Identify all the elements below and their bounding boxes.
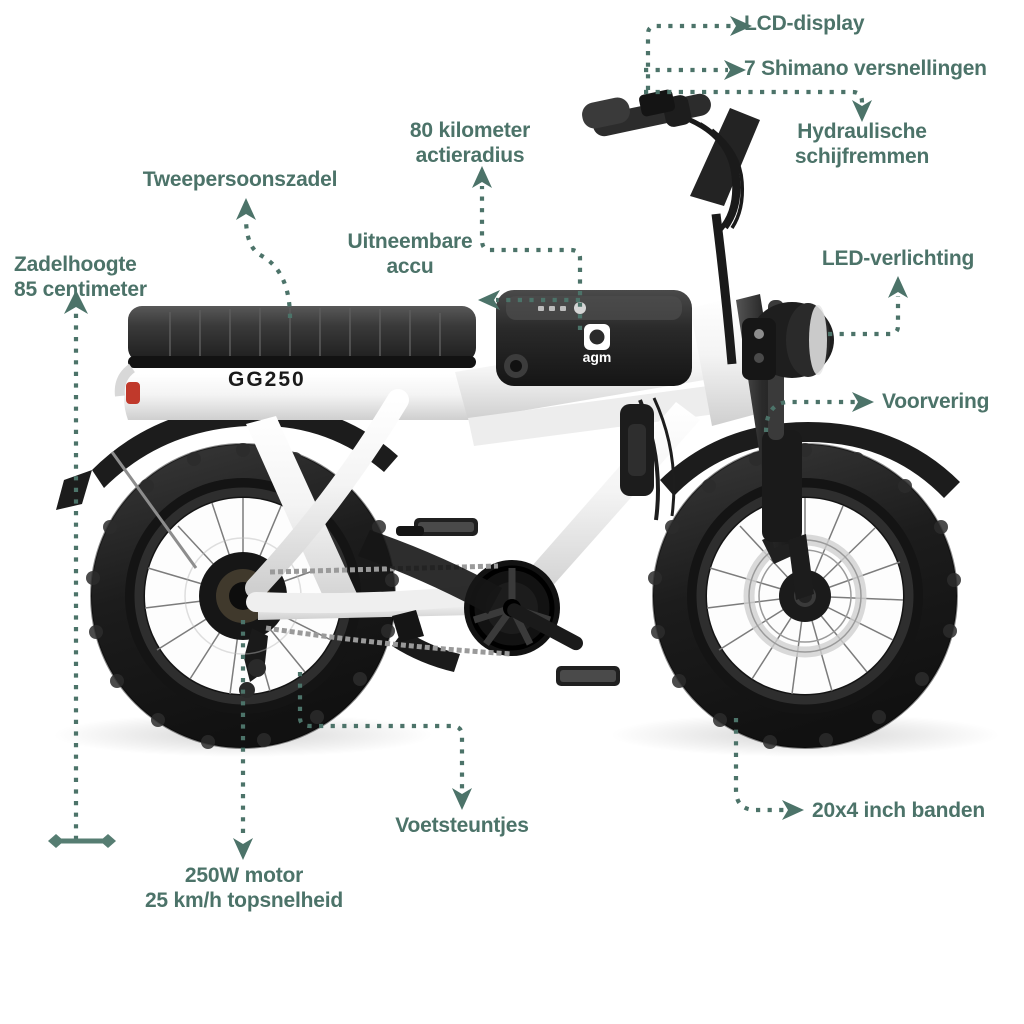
label-front-suspension: Voorvering	[882, 390, 990, 413]
footpeg	[396, 518, 478, 536]
label-saddle-height: Zadelhoogte 85 centimeter	[14, 253, 147, 301]
label-range: 80 kilometer actieradius	[409, 119, 531, 167]
label-lcd-display: LCD-display	[744, 12, 865, 35]
label-hydraulic-brakes: Hydraulische schijfremmen	[794, 120, 930, 168]
label-tyres: 20x4 inch banden	[812, 799, 986, 822]
cable-clamp	[620, 404, 654, 496]
pedal-front	[556, 666, 620, 686]
svg-text:agm: agm	[583, 349, 612, 365]
removable-battery: agm	[496, 290, 692, 386]
agm-logo: agm	[583, 324, 612, 365]
label-removable-battery: Uitneembare accu	[347, 230, 473, 278]
svg-text:GG250: GG250	[228, 368, 306, 391]
label-led-lighting: LED-verlichting	[821, 247, 975, 270]
label-footpegs: Voetsteuntjes	[395, 814, 529, 837]
frame-badge: GG250	[228, 368, 306, 391]
led-headlight	[742, 302, 834, 380]
dual-saddle	[128, 306, 476, 368]
label-shimano-gears: 7 Shimano versnellingen	[744, 57, 987, 80]
label-dual-saddle: Tweepersoonszadel	[142, 168, 338, 191]
label-motor: 250W motor 25 km/h topsnelheid	[144, 864, 344, 912]
